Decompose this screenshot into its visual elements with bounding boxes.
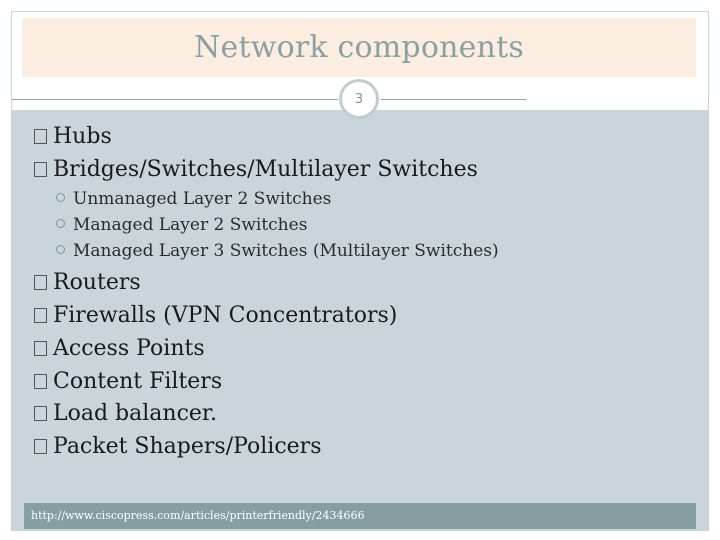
- sub-item-label: Managed Layer 2 Switches: [73, 215, 308, 235]
- list-item-bridges: Bridges/Switches/Multilayer Switches: [34, 159, 478, 181]
- list-item-load-balancer: Load balancer.: [34, 403, 217, 425]
- square-bullet-icon: [34, 162, 47, 177]
- sub-item-managed-l2: Managed Layer 2 Switches: [56, 217, 307, 234]
- list-item-content-filters: Content Filters: [34, 371, 222, 393]
- square-bullet-icon: [34, 406, 47, 421]
- item-label: Content Filters: [53, 369, 223, 394]
- square-bullet-icon: [34, 308, 47, 323]
- slide-frame: [11, 11, 709, 531]
- circle-bullet-icon: [56, 193, 65, 202]
- list-item-firewalls: Firewalls (VPN Concentrators): [34, 305, 397, 327]
- item-label: Load balancer.: [53, 401, 218, 426]
- divider-left: [12, 99, 338, 100]
- item-label: Hubs: [53, 124, 112, 149]
- footer-bar: [24, 503, 696, 529]
- list-item-routers: Routers: [34, 272, 141, 294]
- item-label: Routers: [53, 270, 141, 295]
- slide-number: 3: [339, 79, 379, 119]
- item-label: Bridges/Switches/Multilayer Switches: [53, 157, 478, 182]
- list-item-access-points: Access Points: [34, 338, 205, 360]
- divider-right: [381, 99, 526, 100]
- square-bullet-icon: [34, 129, 47, 144]
- square-bullet-icon: [34, 374, 47, 389]
- sub-item-label: Unmanaged Layer 2 Switches: [73, 189, 332, 209]
- title-band: [22, 18, 696, 77]
- sub-item-unmanaged-l2: Unmanaged Layer 2 Switches: [56, 191, 331, 208]
- sub-item-managed-l3: Managed Layer 3 Switches (Multilayer Swi…: [56, 243, 499, 260]
- slide-title: Network components: [194, 30, 524, 65]
- footer-url[interactable]: http://www.ciscopress.com/articles/print…: [31, 509, 365, 522]
- list-item-hubs: Hubs: [34, 126, 112, 148]
- item-label: Firewalls (VPN Concentrators): [53, 303, 398, 328]
- item-label: Access Points: [53, 336, 205, 361]
- circle-bullet-icon: [56, 219, 65, 228]
- item-label: Packet Shapers/Policers: [53, 434, 322, 459]
- content-panel: [12, 110, 708, 530]
- square-bullet-icon: [34, 439, 47, 454]
- list-item-packet-shapers: Packet Shapers/Policers: [34, 436, 322, 458]
- square-bullet-icon: [34, 275, 47, 290]
- sub-item-label: Managed Layer 3 Switches (Multilayer Swi…: [73, 241, 499, 261]
- circle-bullet-icon: [56, 245, 65, 254]
- square-bullet-icon: [34, 341, 47, 356]
